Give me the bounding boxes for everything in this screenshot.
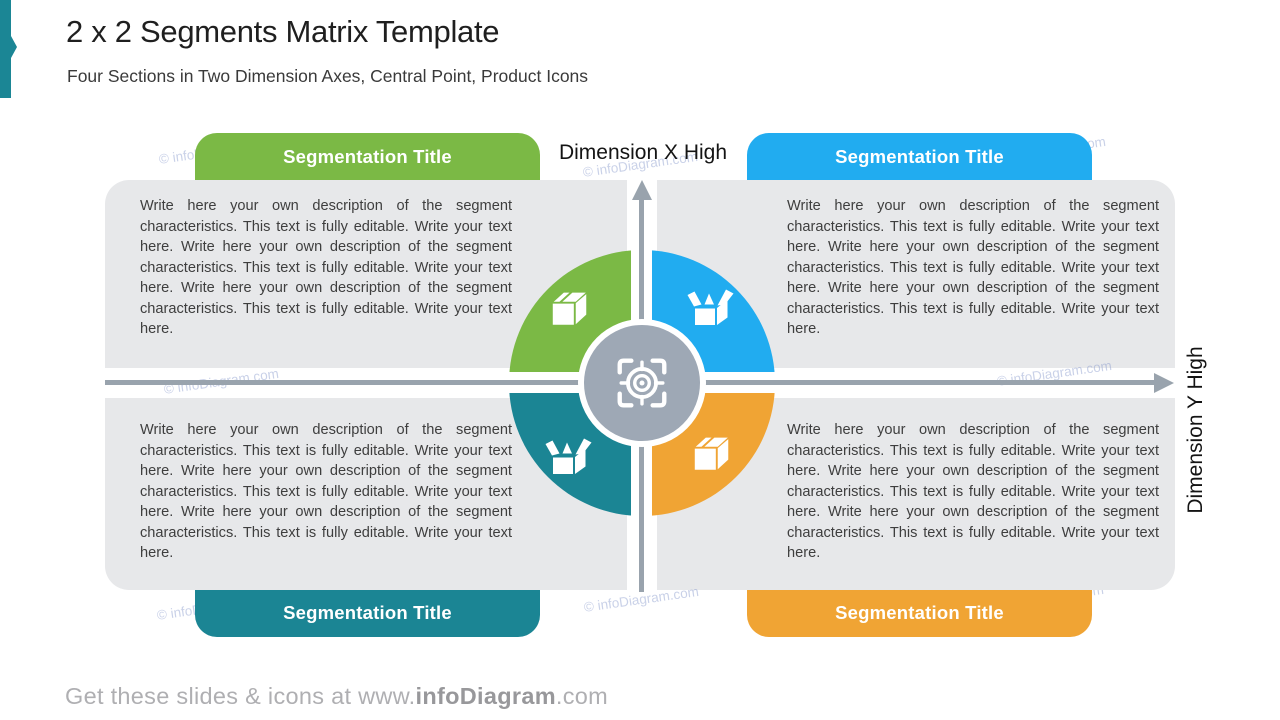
segment-description: Write here your own description of the s… (140, 422, 512, 561)
segment-tab-label: Segmentation Title (835, 146, 1004, 167)
accent-ribbon-shape (0, 0, 17, 98)
segment-tab-label: Segmentation Title (835, 602, 1004, 623)
page-title: 2 x 2 Segments Matrix Template (66, 14, 500, 49)
axis-y-arrow-icon (631, 180, 652, 200)
target-icon (617, 358, 667, 408)
segment-tab-top-right: Segmentation Title (747, 133, 1092, 181)
footer-prefix: Get these slides & icons at www. (65, 683, 416, 709)
axis-y-label: Dimension Y High (1184, 346, 1207, 514)
segment-description: Write here your own description of the s… (787, 422, 1159, 561)
segment-tab-top-left: Segmentation Title (195, 133, 540, 181)
segment-tab-bottom-right: Segmentation Title (747, 589, 1092, 637)
segment-tab-bottom-left: Segmentation Title (195, 589, 540, 637)
segment-tab-label: Segmentation Title (283, 602, 452, 623)
footer-brand: infoDiagram (415, 683, 556, 709)
footer-credit: Get these slides & icons at www.infoDiag… (65, 683, 608, 710)
closed-box-icon (694, 437, 729, 470)
segment-tab-label: Segmentation Title (283, 146, 452, 167)
segment-panel-bottom-right: Write here your own description of the s… (657, 398, 1175, 590)
segment-panel-top-left: Write here your own description of the s… (105, 180, 627, 368)
segment-description: Write here your own description of the s… (787, 198, 1159, 337)
accent-ribbon-icon (0, 0, 17, 98)
segment-description: Write here your own description of the s… (140, 198, 512, 337)
segment-panel-bottom-left: Write here your own description of the s… (105, 398, 627, 590)
axis-x-arrow-icon (1154, 373, 1174, 393)
open-box-icon (545, 438, 592, 474)
axis-x-label: Dimension X High (558, 141, 728, 164)
central-point (578, 319, 706, 447)
page-subtitle: Four Sections in Two Dimension Axes, Cen… (67, 66, 589, 86)
open-box-icon (687, 289, 734, 325)
footer-suffix: .com (555, 683, 609, 709)
closed-box-icon (552, 292, 587, 325)
